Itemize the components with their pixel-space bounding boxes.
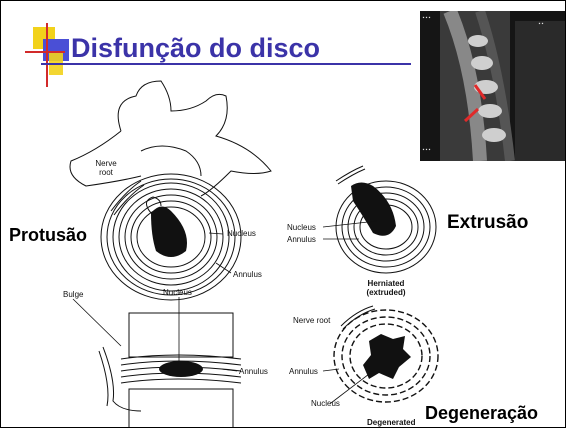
label-annulus-extrusion: Annulus: [287, 235, 316, 244]
label-degeneracao: Degeneração: [425, 403, 538, 424]
label-extrusao: Extrusão: [447, 212, 528, 234]
label-degenerated: Degenerated: [367, 418, 415, 427]
label-nerve-root-degen: Nerve root: [293, 316, 330, 325]
label-nerve-root-top: Nerve root: [95, 159, 117, 177]
label-protusao: Protusão: [9, 225, 87, 246]
label-nucleus-extrusion: Nucleus: [287, 223, 316, 232]
label-herniated: Herniated: [361, 279, 411, 288]
label-extruded: (extruded): [361, 288, 411, 297]
label-annulus-bottom: Annulus: [239, 367, 268, 376]
label-annulus-top: Annulus: [233, 270, 262, 279]
label-annulus-degen: Annulus: [289, 367, 318, 376]
label-bulge: Bulge: [63, 290, 83, 299]
label-nucleus-top: Nucleus: [227, 229, 256, 238]
label-nucleus-center: Nucleus: [163, 288, 192, 297]
label-nucleus-degen: Nucleus: [311, 399, 340, 408]
